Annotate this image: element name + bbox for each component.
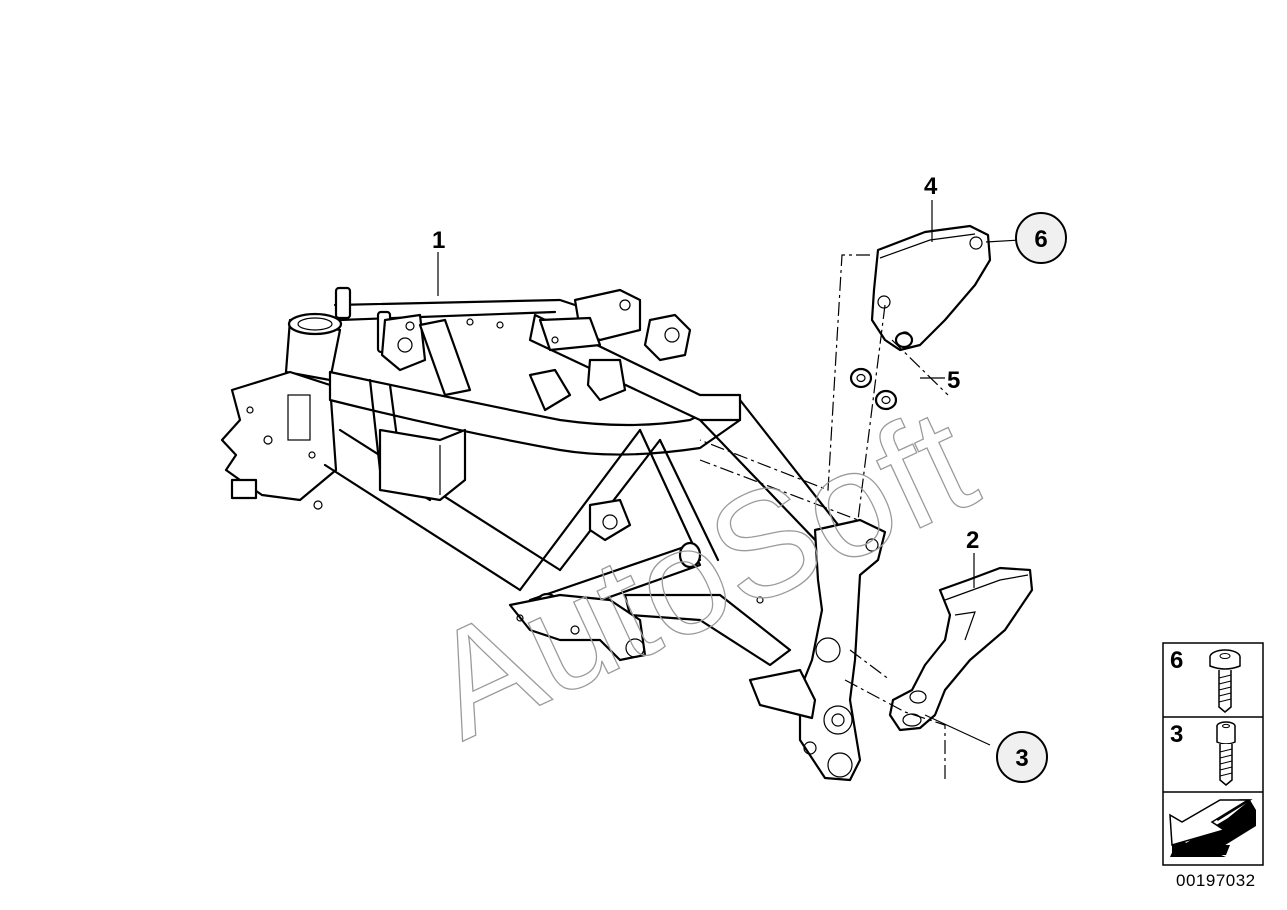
callout-4: 4 bbox=[924, 173, 938, 200]
footrest-plate[interactable] bbox=[888, 566, 1034, 732]
callout-6: 6 bbox=[1015, 212, 1067, 264]
legend-item-3-number: 3 bbox=[1170, 721, 1183, 748]
callout-6-label: 6 bbox=[1034, 226, 1047, 253]
callout-3: 3 bbox=[996, 731, 1048, 783]
legend-panel: 6 3 bbox=[1162, 642, 1264, 866]
callout-1-label: 1 bbox=[432, 227, 445, 254]
callout-5-label: 5 bbox=[947, 367, 960, 394]
callout-5: 5 bbox=[947, 367, 960, 394]
callout-3-label: 3 bbox=[1015, 745, 1028, 772]
torx-pan-head-screw-icon bbox=[1209, 649, 1241, 713]
callout-1: 1 bbox=[432, 227, 445, 254]
callout-2: 2 bbox=[966, 527, 979, 554]
diagram-code: 00197032 bbox=[1176, 871, 1256, 890]
grommet-parts[interactable] bbox=[849, 331, 914, 411]
callout-4-label: 4 bbox=[924, 173, 938, 200]
assembly-lines bbox=[699, 254, 949, 780]
callout-2-label: 2 bbox=[966, 527, 979, 554]
leader-lines bbox=[437, 200, 1021, 746]
cover-part[interactable] bbox=[870, 224, 992, 352]
motorcycle-frame[interactable] bbox=[220, 286, 887, 782]
legend-item-6-number: 6 bbox=[1170, 647, 1183, 674]
socket-head-cap-screw-icon bbox=[1216, 721, 1236, 786]
arrow-back-icon[interactable] bbox=[1169, 799, 1256, 857]
